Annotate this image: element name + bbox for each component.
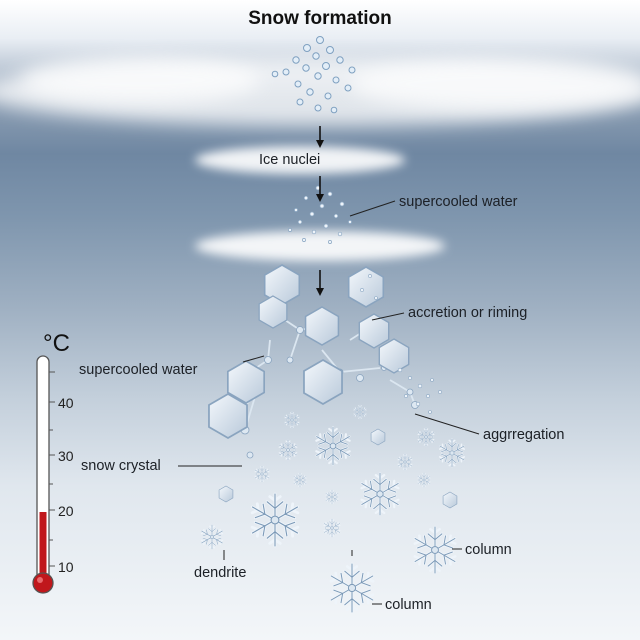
droplet-cluster-supercooled — [288, 185, 352, 244]
label-ice-nuclei: Ice nuclei — [259, 152, 321, 168]
diagram-title: Snow formation — [248, 8, 392, 29]
label-column-right: column — [465, 542, 512, 558]
thermometer-tick-20: 20 — [58, 503, 74, 519]
thermometer-tick-40: 40 — [58, 395, 74, 411]
leader-lines — [178, 200, 480, 605]
lower-cloud — [195, 231, 445, 261]
thermometer — [32, 355, 55, 594]
label-supercooled-water-upper: supercooled water — [399, 194, 518, 210]
droplet-cluster-top — [271, 36, 356, 114]
thermometer-unit: °C — [43, 330, 70, 357]
label-supercooled-water-left: supercooled water — [79, 362, 198, 378]
middle-cloud — [195, 146, 405, 174]
label-accretion-or-riming: accretion or riming — [408, 305, 528, 321]
top-cloud — [0, 56, 640, 126]
label-snow-crystal: snow crystal — [81, 458, 161, 474]
label-column-bottom: column — [385, 597, 432, 613]
label-aggregation: aggrregation — [483, 427, 565, 443]
rime-droplets — [360, 274, 442, 414]
thermometer-tick-10: 10 — [58, 559, 74, 575]
thermometer-tick-30: 30 — [58, 448, 74, 464]
label-dendrite: dendrite — [194, 565, 247, 581]
